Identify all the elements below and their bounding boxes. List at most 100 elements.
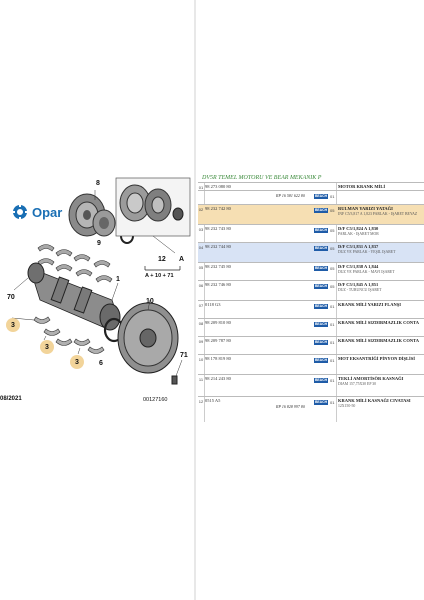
part-description-detail: INF C5/3,817 A 1,823 PARLAK - İŞARET BEY… <box>338 212 418 216</box>
part-description-detail: 12X150-50 <box>338 404 356 408</box>
diagram-date: 08/2021 <box>0 396 22 402</box>
callout-3a: 3 <box>6 318 20 332</box>
brand-badge: BEACH <box>314 284 328 289</box>
brand-logo: Opar <box>12 204 62 220</box>
row-index: 04 <box>198 245 204 250</box>
clutch-kit-box <box>115 177 191 254</box>
part-reference: 98 178 819 80 <box>205 356 231 361</box>
part-reference: 98 209 787 80 <box>205 338 231 343</box>
row-index: 07 <box>198 303 204 308</box>
bearing-shells-upper <box>37 244 113 283</box>
part-description: TEKLİ AMORTİSÖR KASNAĞI <box>338 376 404 381</box>
row-index: 05 <box>198 265 204 270</box>
row-index: 03 <box>198 227 204 232</box>
row-index: 09 <box>198 339 204 344</box>
callout-10: 10 <box>146 298 154 305</box>
part-description-detail: DÜZ - TURUNCU İŞARET <box>338 288 382 292</box>
part-description: D/F C5/1,838 A 1,844 <box>338 264 379 269</box>
row-index: 10 <box>198 357 204 362</box>
rp-reference: RP 16 581 622 80 <box>276 193 305 198</box>
row-index: 01 <box>198 185 204 190</box>
part-description: RULMAN YARIZI YATAĞI <box>338 206 393 211</box>
callout-12: 12 <box>158 256 166 263</box>
brand-badge: BEACH <box>314 304 328 309</box>
part-description-detail: PARLAK - İŞARET MOR <box>338 232 379 236</box>
brand-badge: BEACH <box>314 228 328 233</box>
part-description: KRANK MİLİ YARIZI FLANŞI <box>338 302 402 307</box>
part-reference: 98 209 810 80 <box>205 320 231 325</box>
opar-gear-icon <box>12 204 28 220</box>
quantity: 05 <box>330 228 335 233</box>
bearing-shells-lower <box>33 316 105 354</box>
part-reference: 98 214 243 80 <box>205 376 231 381</box>
part-reference: 98 273 080 80 <box>205 184 231 189</box>
callout-70: 70 <box>7 294 15 301</box>
quantity: 05 <box>330 284 335 289</box>
part-description: MOTOR KRANK MİLİ <box>338 184 386 189</box>
brand-badge: BEACH <box>314 266 328 271</box>
brand-badge: BEACH <box>314 340 328 345</box>
part-description: MOT EKSANTRİĞİ PİNYON DİŞLİSİ <box>338 356 416 361</box>
part-reference: 98 232 742 80 <box>205 206 231 211</box>
callout-71: 71 <box>180 352 188 359</box>
part-reference: 98 232 743 80 <box>205 226 231 231</box>
part-description: KRANK MİLİ SIZDIRMAZLIK CONTA <box>338 338 420 343</box>
part-description: D/F C5/1,831 A 1,837 <box>338 244 379 249</box>
callout-3b: 3 <box>40 340 54 354</box>
row-index: 02 <box>198 207 204 212</box>
callout-9: 9 <box>97 240 101 247</box>
callout-1: 1 <box>116 276 120 283</box>
quantity: 01 <box>330 400 335 405</box>
callout-3c: 3 <box>70 355 84 369</box>
brand-badge: BEACH <box>314 358 328 363</box>
brand-badge: BEACH <box>314 322 328 327</box>
quantity: 05 <box>330 266 335 271</box>
flywheel <box>117 302 179 374</box>
part-reference: 98 232 744 80 <box>205 244 231 249</box>
part-description: D/F C5/1,824 A 1,830 <box>338 226 379 231</box>
part-description: D/F C5/1,845 A 1,851 <box>338 282 379 287</box>
quantity: 05 <box>330 246 335 251</box>
document-title: DV5R TEMEL MOTORU VE BEAR MEKANİK P <box>202 175 322 181</box>
brand-badge: BEACH <box>314 378 328 383</box>
crankshaft <box>27 262 121 331</box>
row-index: 06 <box>198 283 204 288</box>
brand-badge: BEACH <box>314 194 328 199</box>
figure-id: 00127160 <box>143 397 168 403</box>
part-reference: 98 232 745 80 <box>205 264 231 269</box>
part-description-detail: DÜZ VE PARLAK - YEŞİL İŞARET <box>338 250 396 254</box>
brand-badge: BEACH <box>314 400 328 405</box>
callout-6: 6 <box>99 360 103 367</box>
brand-badge: BEACH <box>314 208 328 213</box>
brand-badge: BEACH <box>314 246 328 251</box>
part-description-detail: DÜZ VE PARLAK - MAVİ İŞARET <box>338 270 395 274</box>
flywheel-bolt <box>171 375 178 385</box>
quantity: 01 <box>330 304 335 309</box>
quantity: 01 <box>330 194 335 199</box>
callout-8: 8 <box>96 180 100 187</box>
row-index: 08 <box>198 321 204 326</box>
rp-reference: RP 16 828 997 80 <box>276 404 305 409</box>
part-reference: 98 232 746 80 <box>205 282 231 287</box>
quantity: 01 <box>330 378 335 383</box>
part-description: KRANK MİLİ KASNAĞI CIVATASI <box>338 398 411 403</box>
part-description: KRANK MİLİ SIZDIRMAZLIK CONTA <box>338 320 420 325</box>
quantity: 05 <box>330 208 335 213</box>
part-description-detail: DIAM 157,75X30 EP 30 <box>338 382 377 386</box>
quantity: 01 <box>330 358 335 363</box>
quantity: 01 <box>330 322 335 327</box>
quantity: 01 <box>330 340 335 345</box>
row-index: 11 <box>198 377 204 382</box>
